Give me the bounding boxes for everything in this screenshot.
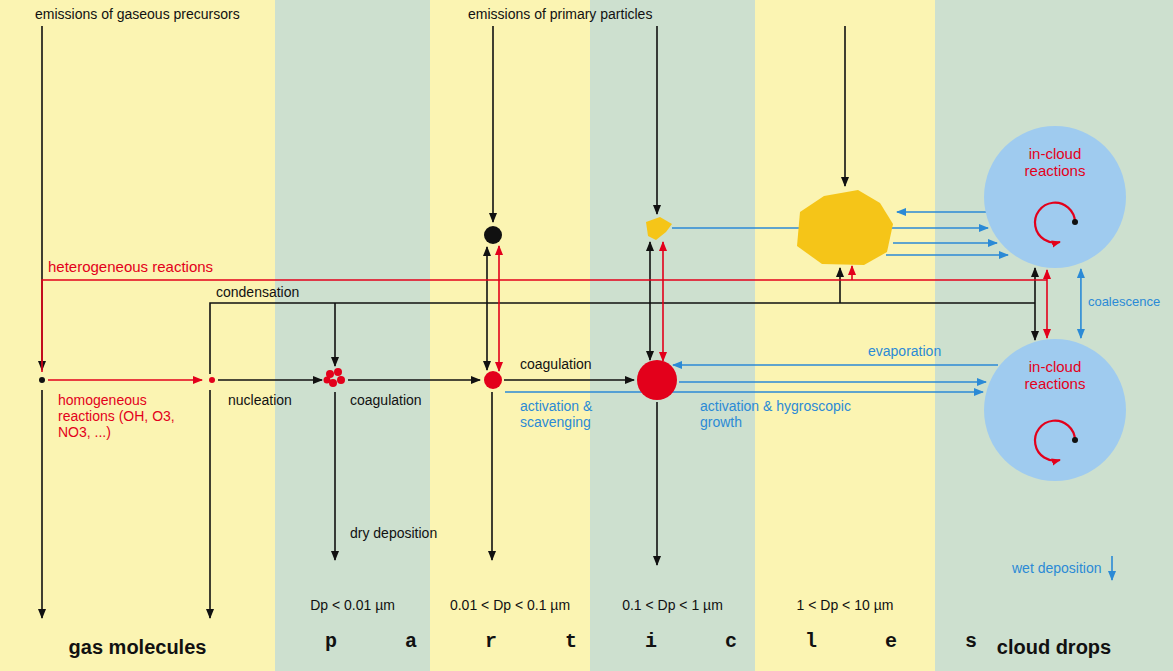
- cloud-drop: [984, 339, 1126, 481]
- axis-word: p a r t i c l e s: [325, 630, 1005, 653]
- coagulation-arrow: [504, 379, 634, 381]
- condensation-arrow: [334, 303, 336, 366]
- condensation-line: [210, 303, 1035, 374]
- heterogeneous-arrow: [851, 266, 853, 280]
- process-label: coagulation: [520, 356, 592, 372]
- deposition-arrow: [209, 390, 211, 618]
- coarse-particle: [797, 190, 893, 265]
- band-fill: [275, 0, 430, 671]
- reaction-cycle: [1035, 421, 1075, 461]
- process-label: coagulation: [350, 392, 422, 408]
- size-band: 1 < Dp < 10 µm: [755, 0, 935, 671]
- band-fill: [755, 0, 935, 671]
- product-molecule: [209, 377, 215, 383]
- heterogeneous-arrow: [498, 246, 500, 371]
- size-range: 1 < Dp < 10 µm: [797, 597, 894, 613]
- cycle-start: [1072, 219, 1078, 225]
- heterogeneous-arrow: [1046, 270, 1048, 338]
- process-label: condensation: [216, 284, 299, 300]
- condensation-arrow: [486, 247, 488, 370]
- condensation-arrow: [839, 268, 841, 303]
- coalescence-arrow: [1080, 269, 1082, 338]
- band-fill: [935, 0, 1173, 671]
- cluster-particle: [324, 377, 331, 384]
- size-range: Dp < 0.01 µm: [310, 597, 395, 613]
- band-fill: [430, 0, 590, 671]
- emission-arrow: [844, 26, 846, 186]
- size-range: 0.1 < Dp < 1 µm: [622, 597, 723, 613]
- condensation-arrow: [649, 242, 651, 360]
- process-label: wet deposition: [1012, 560, 1102, 576]
- gas-molecule: [39, 377, 45, 383]
- band-title: cloud drops: [997, 636, 1111, 659]
- growth-arrow: [679, 381, 986, 383]
- process-label: activation & scavenging: [520, 398, 620, 430]
- nucleation-arrow: [218, 379, 322, 381]
- deposition-arrow: [656, 402, 658, 565]
- black-arrows: [42, 26, 1035, 618]
- aitken-particle: [484, 371, 502, 389]
- process-label: homogeneous reactions (OH, O3, NO3, ...): [58, 392, 188, 440]
- soot-particle: [484, 226, 502, 244]
- deposition-arrow: [41, 390, 43, 618]
- condensation-arrow: [1034, 268, 1036, 340]
- red-arrows: [42, 242, 1047, 380]
- size-band: 0.1 < Dp < 1 µm: [590, 0, 755, 671]
- cycle-start: [1072, 437, 1078, 443]
- edge-label: coalescence: [1088, 295, 1160, 310]
- process-label: dry deposition: [350, 525, 437, 541]
- size-band: Dp < 0.01 µm: [275, 0, 430, 671]
- emission-label: emissions of primary particles: [468, 6, 652, 22]
- accumulation-particle: [637, 360, 677, 400]
- primary-particle: [646, 217, 672, 240]
- cluster-particle: [337, 376, 345, 384]
- heterogeneous-arrow: [662, 242, 664, 361]
- emission-arrow: [656, 26, 658, 214]
- deposition-arrow: [334, 392, 336, 560]
- evaporation-arrow: [673, 364, 998, 366]
- wet-deposition-arrow: [1111, 556, 1113, 580]
- node-label: in-cloud reactions: [1005, 145, 1105, 180]
- cloud-drop-circle: in-cloud reactions: [983, 125, 1127, 269]
- particles: [39, 190, 893, 400]
- size-band: 0.01 < Dp < 0.1 µm: [430, 0, 590, 671]
- cloud-drop: [984, 126, 1126, 268]
- band-title: gas molecules: [69, 636, 207, 659]
- gas-band: gas molecules: [0, 0, 275, 671]
- size-range: 0.01 < Dp < 0.1 µm: [450, 597, 570, 613]
- process-label: nucleation: [228, 392, 292, 408]
- emission-arrow: [492, 26, 494, 222]
- band-fill: [590, 0, 755, 671]
- activation-arrow: [886, 254, 1008, 256]
- evaporation-arrow: [897, 211, 986, 213]
- process-label: evaporation: [868, 343, 941, 359]
- activation-arrow: [893, 242, 997, 244]
- coagulation-arrow: [348, 379, 480, 381]
- cluster-particle: [334, 368, 342, 376]
- process-label: activation & hygroscopic growth: [700, 398, 870, 430]
- reaction-cycle: [1035, 203, 1075, 243]
- process-label: heterogeneous reactions: [48, 258, 213, 275]
- homogeneous-arrow: [48, 379, 202, 381]
- deposition-arrow: [491, 392, 493, 560]
- emission-label: emissions of gaseous precursors: [35, 6, 240, 22]
- node-label: in-cloud reactions: [1005, 358, 1105, 393]
- scavenging-arrow: [505, 391, 983, 393]
- heterogeneous-line: [42, 280, 1047, 372]
